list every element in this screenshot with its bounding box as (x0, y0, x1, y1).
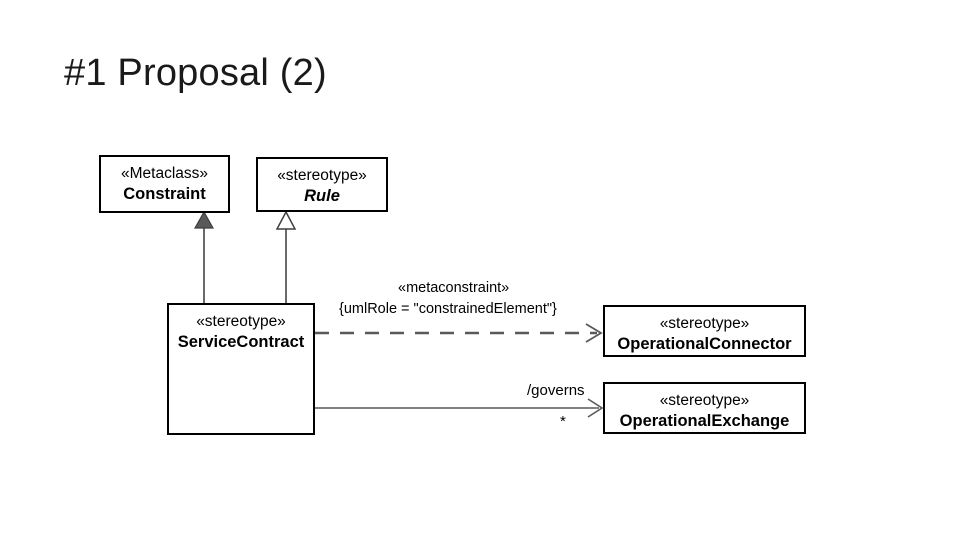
hollow-triangle-arrowhead-icon (275, 210, 297, 230)
stereotype-label: «stereotype» (659, 392, 750, 409)
class-name-label: Rule (304, 187, 340, 206)
uml-class-service-contract[interactable]: «stereotype» ServiceContract (167, 303, 315, 435)
edge-label-metaconstraint: «metaconstraint» (398, 280, 510, 296)
stereotype-label: «stereotype» (659, 315, 750, 332)
uml-class-constraint[interactable]: «Metaclass» Constraint (99, 155, 230, 213)
class-name-label: OperationalConnector (617, 335, 792, 354)
edge-label-umlrole-constraint: {umlRole = "constrainedElement"} (339, 301, 557, 317)
page-title: #1 Proposal (2) (64, 52, 327, 94)
uml-class-operational-connector[interactable]: «stereotype» OperationalConnector (603, 305, 806, 357)
edge-generalization-to-rule (275, 210, 297, 303)
edge-governs-to-operational-exchange (315, 398, 604, 418)
stereotype-label: «stereotype» (196, 313, 286, 330)
uml-class-rule[interactable]: «stereotype» Rule (256, 157, 388, 212)
open-arrowhead-icon (587, 398, 604, 418)
edge-label-governs-multiplicity: * (560, 413, 566, 430)
uml-class-operational-exchange[interactable]: «stereotype» OperationalExchange (603, 382, 806, 434)
class-name-label: Constraint (123, 185, 206, 204)
class-name-label: ServiceContract (177, 333, 305, 352)
stereotype-label: «Metaclass» (120, 165, 208, 182)
edge-metaconstraint-to-operational-connector (315, 323, 603, 343)
edge-extension-to-constraint (193, 210, 215, 303)
open-arrowhead-icon (585, 323, 603, 343)
class-name-label: OperationalExchange (619, 412, 790, 431)
filled-triangle-arrowhead-icon (193, 210, 215, 229)
edge-label-governs: /governs (527, 382, 585, 399)
stereotype-label: «stereotype» (277, 167, 367, 184)
